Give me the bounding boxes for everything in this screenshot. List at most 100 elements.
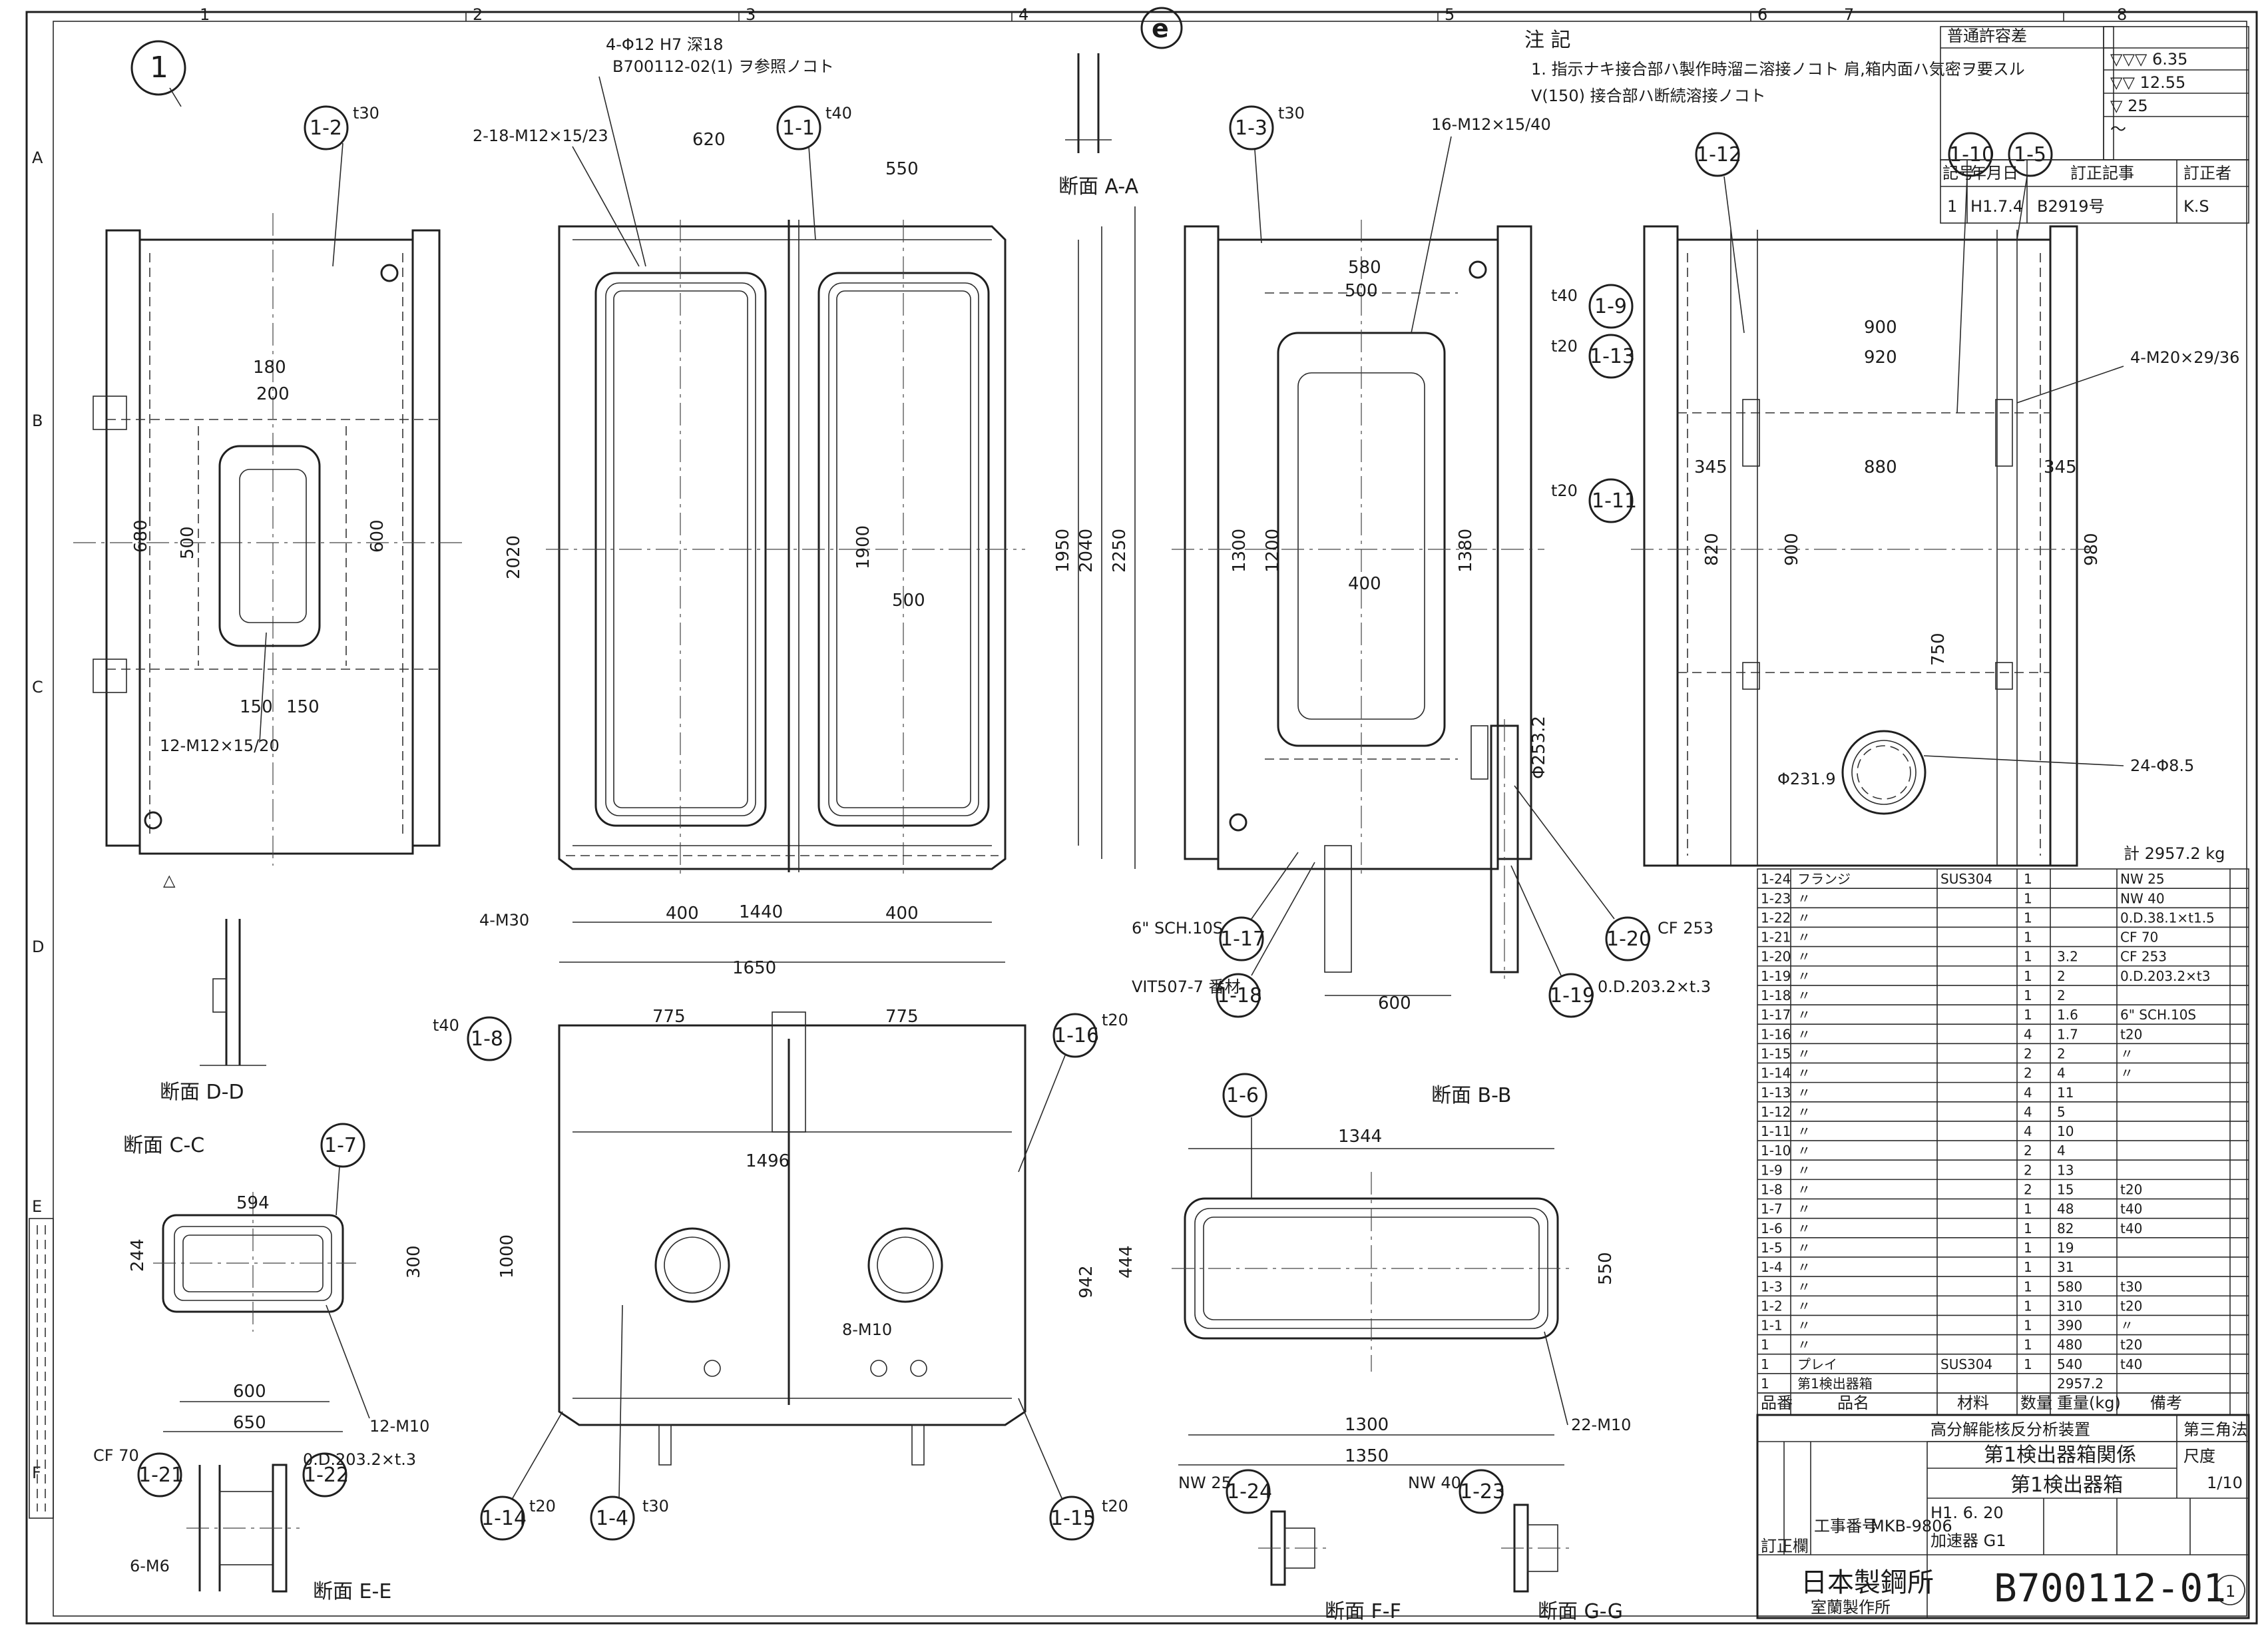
- callout-1-14: 1-14 t20: [480, 1411, 563, 1541]
- section-cc-title: 断面 C-C: [123, 1134, 204, 1157]
- parts-cell-qty: 1: [2024, 1278, 2032, 1294]
- anno-4-phi12: 4-Φ12 H7 深18: [606, 35, 723, 54]
- parts-cell-qty: 2: [2024, 1065, 2032, 1081]
- svg-text:1-21: 1-21: [138, 1464, 184, 1487]
- parts-cell-rem: 6" SCH.10S: [2120, 1007, 2196, 1023]
- tb-angle: 第三角法: [2183, 1420, 2247, 1439]
- parts-cell-qty: 1: [2024, 987, 2032, 1003]
- parts-cell-rem: t40: [2120, 1356, 2142, 1372]
- parts-cell-rem: t40: [2120, 1221, 2142, 1236]
- dim-1380: 1380: [1456, 529, 1476, 573]
- tb-revision: 1: [2225, 1582, 2235, 1601]
- section-aa-title: 断面 A-A: [1058, 175, 1139, 198]
- svg-text:1-5: 1-5: [2014, 143, 2046, 166]
- parts-cell-no: 1-19: [1761, 968, 1791, 984]
- grid-col-2: 2: [473, 5, 483, 24]
- anno-phi2319: Φ231.9: [1777, 770, 1836, 788]
- parts-cell-name: 〃: [1797, 1221, 1811, 1236]
- parts-cell-rem: CF 70: [2120, 930, 2158, 946]
- parts-cell-name: 〃: [1797, 949, 1811, 965]
- svg-text:t30: t30: [1278, 104, 1305, 123]
- parts-cell-wt: 10: [2057, 1123, 2074, 1139]
- dim-1000-a: 1000: [497, 1234, 517, 1278]
- callout-1-5: 1-5: [2008, 132, 2053, 240]
- parts-cell-qty: 1: [2024, 1318, 2032, 1334]
- parts-cell-qty: 1: [2024, 1259, 2032, 1275]
- callout-1-24: 1-24: [1226, 1469, 1272, 1514]
- dim-150-b: 150: [286, 697, 320, 717]
- parts-cell-wt: 19: [2057, 1240, 2074, 1256]
- dim-600-b: 600: [1378, 993, 1411, 1013]
- parts-cell-qty: 1: [2024, 1337, 2032, 1353]
- parts-cell-rem: 〃: [2120, 1065, 2134, 1081]
- tb-scale-label: 尺度: [2183, 1447, 2215, 1466]
- dim-1496: 1496: [746, 1151, 790, 1171]
- parts-cell-no: 1-18: [1761, 987, 1791, 1003]
- parts-cell-wt: 1.7: [2057, 1026, 2078, 1042]
- grid-row-b: B: [32, 411, 43, 430]
- svg-text:t40: t40: [825, 104, 852, 123]
- parts-cell-name: 第1検出器箱: [1797, 1376, 1873, 1392]
- dim-345-a: 345: [1694, 457, 1727, 477]
- tb-scale: 1/10: [2207, 1474, 2243, 1492]
- parts-cell-rem: t30: [2120, 1278, 2142, 1294]
- parts-cell-rem: t20: [2120, 1298, 2142, 1314]
- finish-table: ▽▽▽ 6.35 ▽▽ 12.55 ▽ 25 ～: [2103, 26, 2249, 160]
- tb-works: 室蘭製作所: [1811, 1598, 1891, 1617]
- dim-300: 300: [404, 1245, 424, 1278]
- dim-650: 650: [233, 1413, 266, 1433]
- parts-cell-qty: 4: [2024, 1026, 2032, 1042]
- dim-200-a: 200: [256, 384, 290, 404]
- svg-text:1: 1: [1947, 197, 1957, 216]
- svg-text:訂正者: 訂正者: [2183, 164, 2231, 182]
- view-section-dd: 断面 D-D: [160, 919, 266, 1104]
- dim-1200: 1200: [1263, 529, 1283, 573]
- dim-680: 680: [131, 519, 151, 553]
- revision-triangle-icon: [2215, 1575, 2245, 1605]
- parts-cell-no: 1-16: [1761, 1026, 1791, 1042]
- dim-900-a: 900: [1864, 318, 1897, 338]
- parts-cell-name: 〃: [1797, 987, 1811, 1003]
- parts-cell-no: 1-5: [1761, 1240, 1783, 1256]
- view-bottom-ports: 775 775 1496 1000 942 8-M10: [497, 1007, 1096, 1466]
- parts-cell-rem: t40: [2120, 1201, 2142, 1217]
- anno-16-m12: 16-M12×15/40: [1431, 115, 1551, 134]
- svg-text:1-19: 1-19: [1550, 984, 1595, 1007]
- tol-title: 普通許容差: [1947, 27, 2027, 45]
- svg-text:t40: t40: [1551, 286, 1578, 305]
- view-section-ee: 断面 E-E CF 70 6-M6 0.D.203.2×t.3: [93, 1446, 416, 1603]
- section-ff-title: 断面 F-F: [1325, 1600, 1401, 1623]
- parts-cell-name: 〃: [1797, 1201, 1811, 1217]
- parts-cell-no: 1-17: [1761, 1007, 1791, 1023]
- dim-750: 750: [1928, 633, 1948, 666]
- parts-cell-name: 〃: [1797, 1240, 1811, 1256]
- dim-920: 920: [1864, 348, 1897, 368]
- svg-text:t20: t20: [1102, 1011, 1128, 1029]
- svg-text:0.D.203.2×t.3: 0.D.203.2×t.3: [1598, 977, 1711, 996]
- svg-text:H1.7.4: H1.7.4: [1970, 197, 2023, 216]
- parts-cell-qty: 4: [2024, 1123, 2032, 1139]
- parts-header-mat: 材料: [1957, 1394, 1989, 1412]
- dim-2020: 2020: [504, 535, 524, 579]
- parts-cell-qty: 2: [2024, 1162, 2032, 1178]
- parts-cell-name: 〃: [1797, 1104, 1811, 1120]
- tb-part: 第1検出器箱: [2010, 1474, 2123, 1497]
- parts-cell-qty: 2: [2024, 1045, 2032, 1061]
- svg-text:1-7: 1-7: [324, 1134, 357, 1157]
- sheet-number-circle: 1: [130, 40, 186, 107]
- tb-company: 日本製鋼所: [1801, 1567, 1934, 1598]
- parts-cell-no: 1: [1761, 1337, 1769, 1353]
- dim-400-a: 400: [666, 904, 699, 924]
- svg-text:K.S: K.S: [2183, 197, 2209, 216]
- dim-444: 444: [1116, 1245, 1136, 1278]
- dim-942: 942: [1076, 1265, 1096, 1298]
- parts-cell-name: 〃: [1797, 890, 1811, 906]
- svg-text:t30: t30: [353, 104, 379, 123]
- section-gg-title: 断面 G-G: [1538, 1600, 1623, 1623]
- parts-cell-wt: 2: [2057, 1045, 2066, 1061]
- parts-cell-name: 〃: [1797, 930, 1811, 946]
- callout-1-19: 1-19 0.D.203.2×t.3: [1510, 865, 1711, 1018]
- parts-header-wt: 重量(kg): [2057, 1394, 2121, 1412]
- sheet-inner-border: [53, 21, 2247, 1617]
